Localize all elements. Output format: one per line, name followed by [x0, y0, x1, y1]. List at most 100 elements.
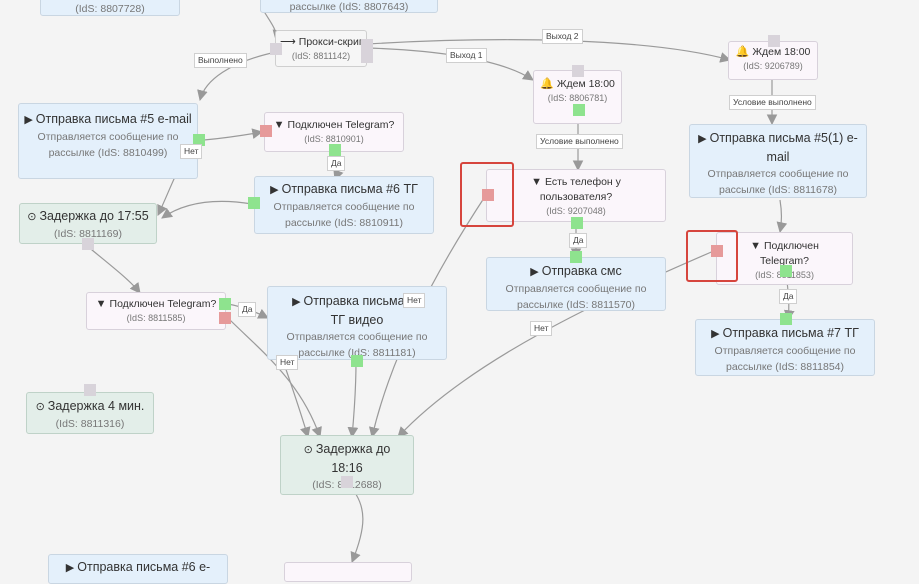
node-description: Отправляется сообщение по рассылке (IdS:…: [286, 331, 428, 359]
telegram-filter-node-2[interactable]: ▼Подключен Telegram? (IdS: 8811585): [86, 292, 231, 330]
highlight-box-phone-no: [460, 162, 514, 227]
letter-node-top-center[interactable]: рассылке (IdS: 8807643): [260, 0, 438, 13]
node-title: Отправка письма #5 e-mail: [35, 112, 192, 126]
bell-icon: 🔔: [540, 78, 554, 90]
edge-label-cond1: Условие выполнено: [536, 134, 623, 149]
node-description: Отправляется сообщение по рассылке (IdS:…: [273, 201, 415, 229]
highlight-box-tg3-no: [686, 230, 738, 282]
play-icon: ▶: [65, 562, 75, 574]
wait-node-1[interactable]: 🔔Ждем 18:00 (IdS: 8806781): [533, 65, 622, 124]
play-icon: ▶: [292, 296, 301, 308]
node-title: Отправка письма #7 ТГ: [722, 326, 859, 340]
node-title: Отправка письма #6 ТГ видео: [303, 294, 422, 327]
no-port[interactable]: [260, 125, 272, 137]
yes-port[interactable]: [329, 144, 341, 156]
filter-icon: ▼: [531, 176, 542, 188]
proxy-script-node[interactable]: ⟶Прокси-скрипт (IdS: 8811142): [270, 30, 373, 67]
node-ids: рассылке (IdS: 8807643): [289, 1, 409, 13]
yes-port[interactable]: [351, 355, 363, 367]
node-title: Подключен Telegram?: [287, 119, 395, 131]
clock-icon: ⊙: [27, 211, 37, 223]
node-title: Подключен Telegram?: [759, 240, 819, 267]
telegram-filter-node-3[interactable]: ▼Подключен Telegram? (IdS: 8811853): [711, 232, 853, 285]
bell-icon: 🔔: [735, 46, 750, 58]
edge-label-no1: Нет: [180, 144, 203, 159]
edge-video-down: [347, 361, 359, 439]
letter-node-6-tg[interactable]: ▶Отправка письма #6 ТГ Отправляется сооб…: [248, 176, 434, 234]
node-description: Отправляется сообщение по рассылке (IdS:…: [37, 131, 179, 159]
input-port[interactable]: [84, 384, 96, 396]
node-description: Отправляется сообщение по рассылке (IdS:…: [505, 283, 647, 311]
yes-port[interactable]: [248, 197, 260, 209]
letter-node-7-tg[interactable]: ▶Отправка письма #7 ТГ Отправляется сооб…: [695, 313, 875, 376]
yes-port[interactable]: [571, 217, 583, 229]
yes-port[interactable]: [780, 265, 792, 277]
filter-node-bottom[interactable]: [284, 562, 412, 582]
filter-icon: ▼: [750, 240, 761, 252]
letter-node-top-left[interactable]: (IdS: 8807728): [40, 0, 180, 16]
play-icon: ▶: [270, 184, 279, 196]
yes-port[interactable]: [193, 134, 205, 146]
node-title: Задержка до 17:55: [39, 209, 149, 223]
clock-icon: ⊙: [303, 444, 313, 456]
wait-node-2[interactable]: 🔔Ждем 18:00 (IdS: 9206789): [728, 35, 818, 80]
node-description: Отправляется сообщение по рассылке (IdS:…: [707, 168, 849, 196]
node-title: Есть телефон у пользователя?: [539, 176, 621, 203]
delay-node-1816[interactable]: ⊙Задержка до 18:16 (IdS: 8812688): [280, 435, 414, 495]
node-ids: (IdS: 8811142): [291, 51, 351, 61]
node-description: Отправляется сообщение по рассылке (IdS:…: [714, 345, 856, 373]
node-ids: (IdS: 8811316): [55, 418, 125, 430]
yes-port[interactable]: [780, 313, 792, 325]
node-ids: (IdS: 9206789): [743, 61, 803, 71]
edge-label-no3: Нет: [403, 293, 426, 308]
yes-port[interactable]: [570, 251, 582, 263]
edge-label-yes2: Да: [238, 302, 257, 317]
no-port[interactable]: [711, 245, 723, 257]
node-title: Задержка 4 мин.: [47, 399, 145, 413]
node-title: Ждем 18:00: [752, 46, 811, 58]
input-port[interactable]: [768, 35, 780, 47]
edge-label-no2: Нет: [276, 355, 299, 370]
sms-node[interactable]: ▶Отправка смс Отправляется сообщение по …: [486, 251, 666, 311]
input-port[interactable]: [270, 43, 282, 55]
node-title: Отправка письма #5(1) e-mail: [709, 131, 858, 164]
node-ids: (IdS: 8811585): [126, 313, 186, 323]
output-port[interactable]: [341, 476, 353, 488]
edge-label-cond2: Условие выполнено: [729, 95, 816, 110]
yes-port[interactable]: [573, 104, 585, 116]
no-port[interactable]: [219, 312, 231, 324]
filter-icon: ▼: [95, 298, 107, 310]
play-icon: ▶: [711, 328, 720, 340]
yes-port[interactable]: [219, 298, 231, 310]
node-ids: (IdS: 8806781): [547, 93, 608, 103]
letter-node-5-1-email[interactable]: ▶Отправка письма #5(1) e-mail Отправляет…: [689, 124, 867, 198]
input-port[interactable]: [572, 65, 584, 77]
edge-delay-tg2: [85, 244, 141, 294]
output-port[interactable]: [361, 39, 373, 63]
filter-icon: ▼: [273, 119, 285, 131]
node-ids: (IdS: 9207048): [546, 206, 606, 216]
output-port[interactable]: [82, 238, 94, 250]
clock-icon: ⊙: [35, 401, 45, 413]
node-title: Отправка письма #6 е-: [77, 560, 211, 574]
play-icon: ▶: [530, 266, 539, 278]
letter-node-5-email[interactable]: ▶Отправка письма #5 e-mail Отправляется …: [18, 103, 205, 179]
edge-label-exit1: Выход 1: [446, 48, 487, 63]
node-title: Отправка смс: [541, 264, 622, 278]
letter-node-6-tg-video[interactable]: ▶Отправка письма #6 ТГ видео Отправляетс…: [267, 286, 447, 367]
delay-node-4min[interactable]: ⊙Задержка 4 мин. (IdS: 8811316): [26, 384, 154, 434]
edge-label-yes1: Да: [327, 156, 346, 171]
no-port[interactable]: [482, 189, 494, 201]
edge-proxy-done: [197, 51, 277, 102]
letter-node-bottom-left[interactable]: ▶Отправка письма #6 е-: [48, 554, 228, 584]
node-ids: (IdS: 8807728): [75, 3, 145, 15]
node-ids: (IdS: 8811169): [54, 228, 122, 240]
node-title: Задержка до 18:16: [315, 442, 391, 475]
phone-filter-node[interactable]: ▼Есть телефон у пользователя? (IdS: 9207…: [482, 169, 666, 229]
telegram-filter-node-1[interactable]: ▼Подключен Telegram? (IdS: 8810901): [260, 112, 404, 156]
connections-layer: [85, 7, 795, 564]
node-title: Прокси-скрипт: [298, 36, 366, 48]
node-ids: (IdS: 8810901): [304, 134, 364, 144]
delay-node-1755[interactable]: ⊙Задержка до 17:55 (IdS: 8811169): [19, 203, 157, 250]
